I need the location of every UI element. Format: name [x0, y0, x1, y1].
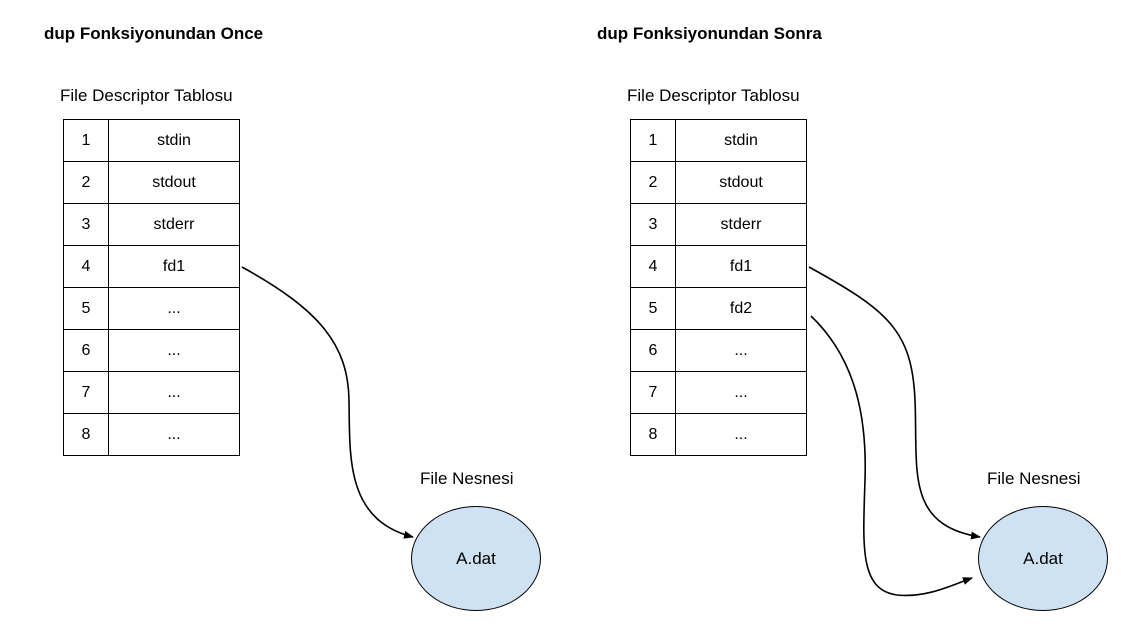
fd-row: 7... — [63, 371, 240, 414]
panel-title: dup Fonksiyonundan Once — [44, 24, 264, 43]
fd-number: 2 — [63, 161, 109, 204]
fd-number: 4 — [63, 245, 109, 288]
panel-title: dup Fonksiyonundan Sonra — [597, 24, 822, 43]
file-object-ellipse: A.dat — [978, 506, 1108, 611]
file-object-label: File Nesnesi — [420, 469, 514, 488]
fd-row: 5... — [63, 287, 240, 330]
fd-number: 4 — [630, 245, 676, 288]
file-object-name: A.dat — [456, 548, 496, 568]
arrow-fd1-to-file — [808, 266, 981, 540]
fd-number: 5 — [63, 287, 109, 330]
fd-row: 8... — [63, 413, 240, 456]
fd-name: ... — [675, 371, 807, 414]
fd-row: 8... — [630, 413, 807, 456]
fd-name: ... — [108, 329, 240, 372]
fd-name: fd1 — [108, 245, 240, 288]
fd-row: 7... — [630, 371, 807, 414]
fd-name: stdin — [108, 119, 240, 162]
file-object-name: A.dat — [1023, 548, 1063, 568]
fd-name: ... — [108, 371, 240, 414]
fd-name: ... — [675, 413, 807, 456]
file-object-label: File Nesnesi — [987, 469, 1081, 488]
fd-number: 8 — [630, 413, 676, 456]
fd-number: 5 — [630, 287, 676, 330]
fd-row: 6... — [630, 329, 807, 372]
fd-name: stderr — [108, 203, 240, 246]
fd-number: 3 — [63, 203, 109, 246]
fd-name: fd2 — [675, 287, 807, 330]
fd-number: 3 — [630, 203, 676, 246]
fd-name: stdout — [108, 161, 240, 204]
fd-name: fd1 — [675, 245, 807, 288]
fd-table-label: File Descriptor Tablosu — [60, 86, 233, 105]
fd-name: stderr — [675, 203, 807, 246]
panel-after-dup: dup Fonksiyonundan Sonra File Descriptor… — [567, 0, 1121, 628]
fd-number: 8 — [63, 413, 109, 456]
fd-name: ... — [108, 413, 240, 456]
fd-name: ... — [675, 329, 807, 372]
fd-name: ... — [108, 287, 240, 330]
fd-row: 6... — [63, 329, 240, 372]
fd-number: 7 — [63, 371, 109, 414]
arrow-fd2-to-file — [810, 315, 973, 597]
fd-table-label: File Descriptor Tablosu — [627, 86, 800, 105]
fd-number: 2 — [630, 161, 676, 204]
fd-number: 6 — [63, 329, 109, 372]
fd-number: 1 — [63, 119, 109, 162]
fd-number: 7 — [630, 371, 676, 414]
panel-before-dup: dup Fonksiyonundan Once File Descriptor … — [0, 0, 560, 628]
arrow-fd1-to-file — [241, 266, 414, 539]
file-object-ellipse: A.dat — [411, 506, 541, 611]
fd-number: 1 — [630, 119, 676, 162]
fd-number: 6 — [630, 329, 676, 372]
fd-name: stdin — [675, 119, 807, 162]
fd-name: stdout — [675, 161, 807, 204]
